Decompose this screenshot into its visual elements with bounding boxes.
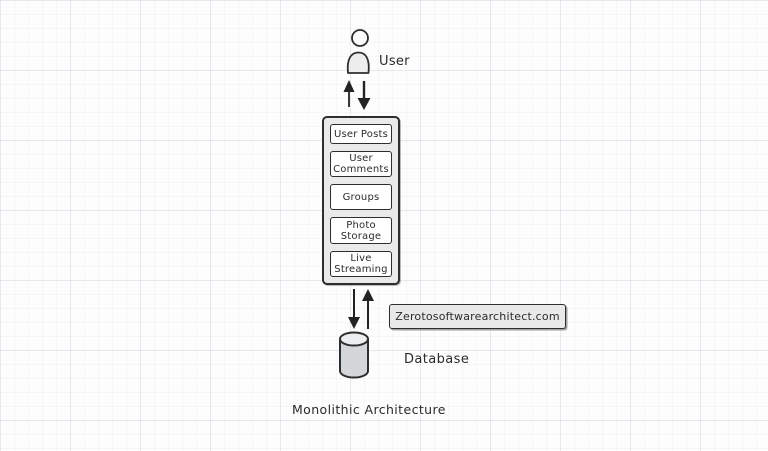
database-label: Database [404,352,470,367]
user-monolith-arrows [343,80,371,110]
module-label: User Comments [333,153,389,175]
arrow-down-icon [348,289,360,329]
module-label: Groups [342,191,380,203]
arrow-up-icon [343,80,355,107]
module-label: Photo Storage [340,219,382,242]
user-icon [343,28,373,74]
module-box-user-posts: User Posts [330,124,392,144]
watermark-label: Zerotosoftwarearchitect.com [395,310,560,323]
database-cylinder-icon [337,330,371,380]
arrow-up-icon [362,289,374,329]
arrow-down-icon [357,81,371,110]
module-box-user-comments: User Comments [330,151,392,177]
diagram-caption: Monolithic Architecture [292,402,446,417]
module-label: User Posts [333,128,389,140]
module-box-groups: Groups [330,184,392,210]
module-box-live-streaming: Live Streaming [330,251,392,277]
watermark-box: Zerotosoftwarearchitect.com [389,304,566,329]
user-label: User [379,54,410,69]
monolith-database-arrows [348,289,374,329]
module-label: Live Streaming [334,253,388,275]
module-box-photo-storage: Photo Storage [330,217,392,244]
monolith-container: User Posts User Comments Groups Photo St… [322,116,400,285]
